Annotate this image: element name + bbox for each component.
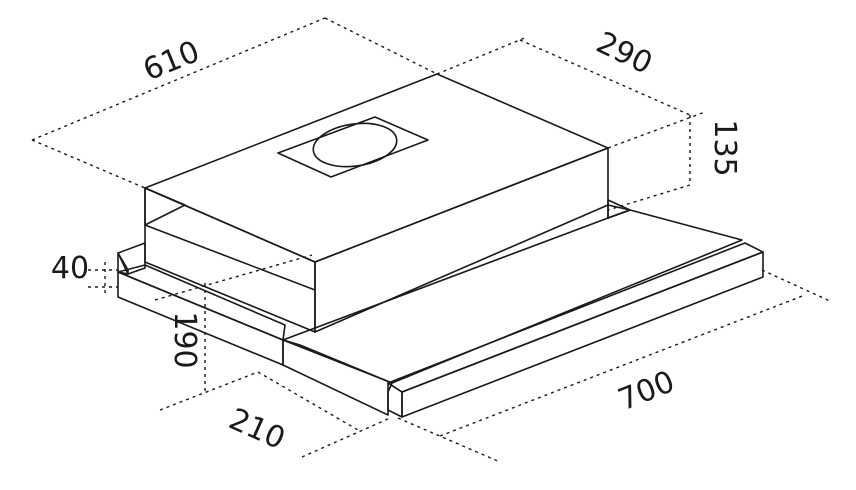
- dim-label-700: 700: [613, 364, 679, 418]
- dim-290-ext-2: [607, 111, 706, 149]
- dim-610-line: [31, 17, 326, 141]
- dim-190-top-ext: [154, 254, 313, 301]
- outlet-opening: [312, 122, 398, 168]
- dim-290-ext: [436, 36, 528, 75]
- dim-label-135: 135: [707, 119, 742, 176]
- hood-body: [144, 73, 631, 333]
- body-left-inner-grey: [144, 187, 186, 226]
- bottom-frame: [117, 204, 764, 418]
- exhaust-outlet: [277, 116, 429, 178]
- body-right-face: [314, 147, 609, 333]
- frame-left-top: [117, 242, 146, 275]
- dim-610-right-ext: [324, 17, 438, 75]
- dim-label-290: 290: [591, 25, 658, 82]
- dim-700-line: [397, 417, 501, 463]
- body-right-inner-grey: [607, 199, 631, 219]
- frame-left-side: [117, 252, 129, 275]
- front-bar-front: [401, 251, 764, 418]
- dim-label-210: 210: [224, 402, 291, 457]
- dim-210-ext: [257, 371, 359, 431]
- dim-label-40: 40: [51, 251, 89, 286]
- body-top-face: [144, 73, 609, 263]
- dim-210-ext-2: [301, 417, 391, 458]
- dim-label-190: 190: [167, 311, 202, 368]
- dim-label-610: 610: [138, 34, 204, 88]
- frame-middle-front: [282, 339, 393, 416]
- body-lower-edge: [144, 224, 316, 291]
- frame-right-rail-top: [282, 209, 743, 384]
- dim-700-right-ext: [761, 269, 833, 303]
- outlet-plate: [277, 116, 429, 178]
- dim-610-left-ext: [31, 139, 146, 189]
- front-bar-top: [387, 242, 764, 393]
- dim-700-line-2: [439, 294, 806, 437]
- dim-290-line: [519, 39, 691, 116]
- dimension-lines: [31, 17, 833, 463]
- front-bar-end: [387, 382, 403, 418]
